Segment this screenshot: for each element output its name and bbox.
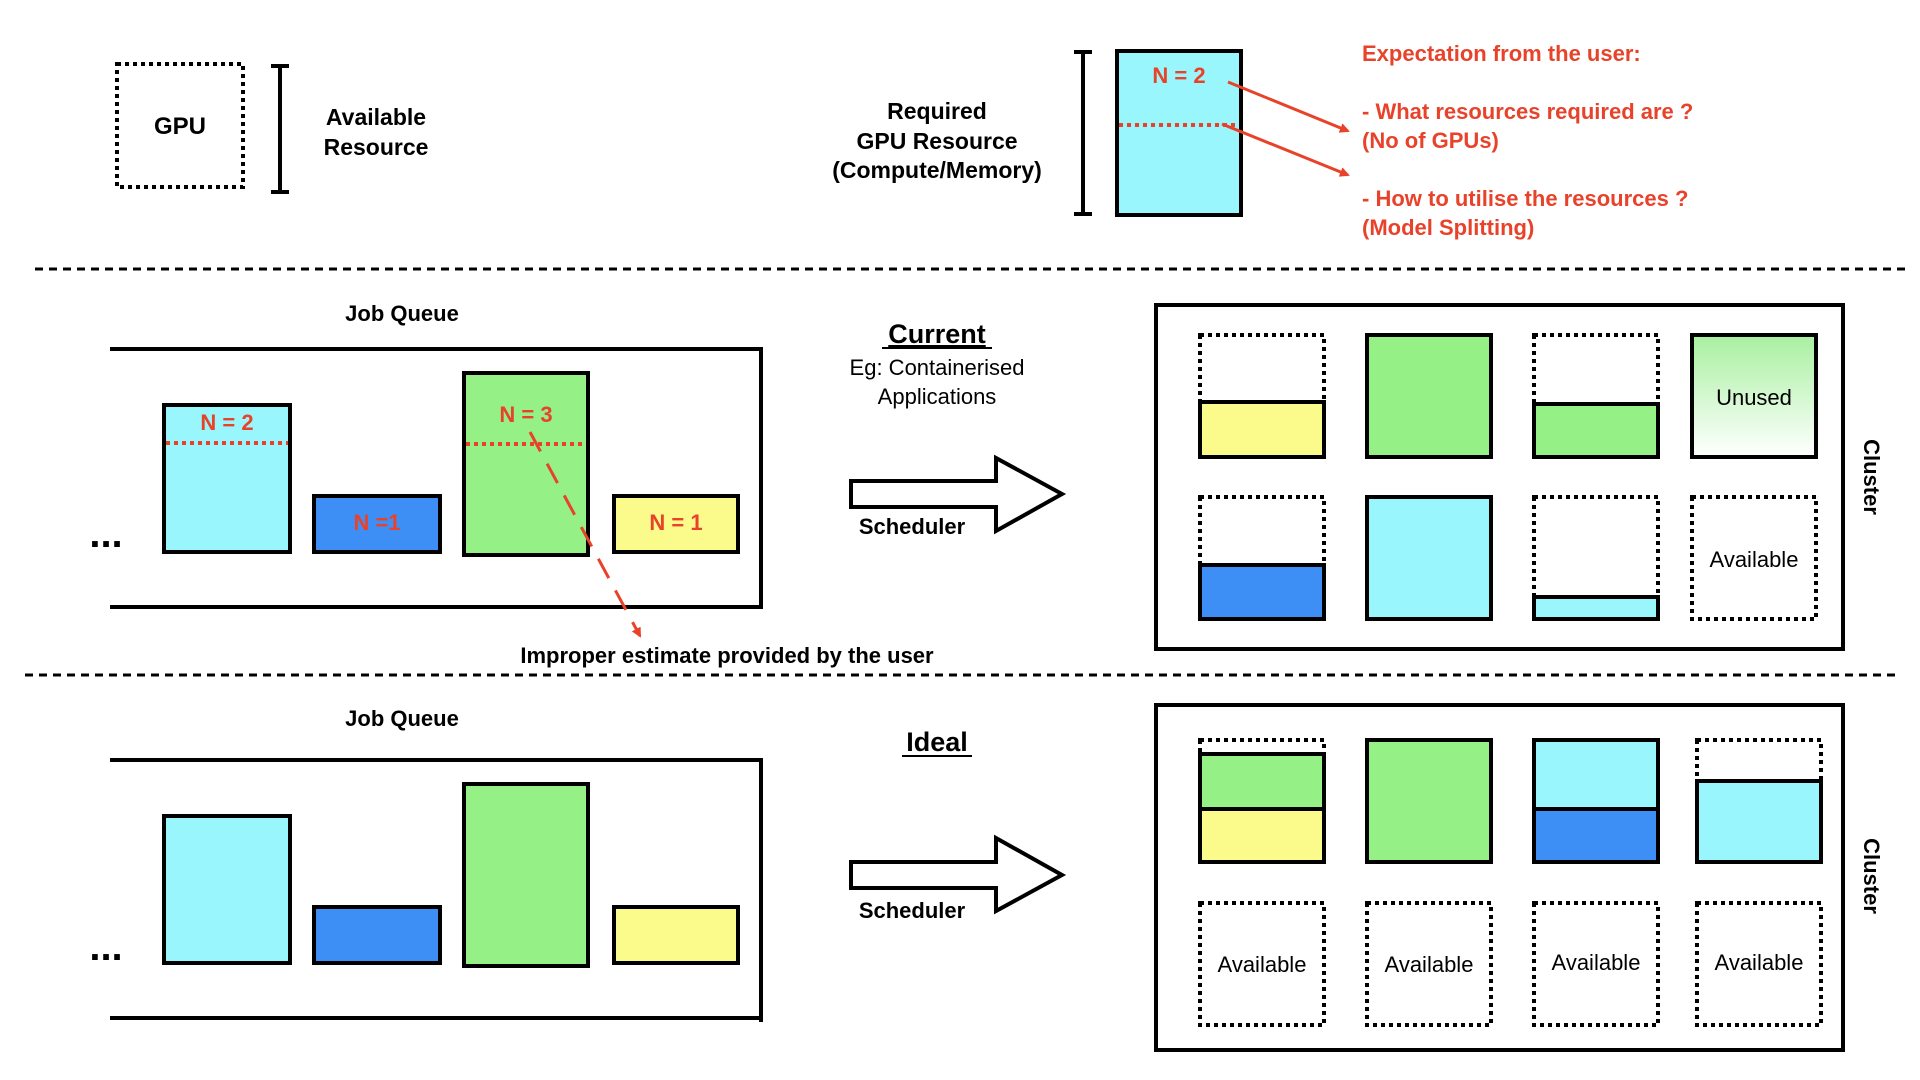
current-available-label: Available <box>1710 547 1799 572</box>
ideal-queue-ellipsis: ... <box>89 925 122 969</box>
current-job-3-label: N = 3 <box>499 402 552 427</box>
ideal-scheduler-arrow: Scheduler <box>849 834 1067 923</box>
ideal-job-1 <box>162 814 292 965</box>
current-heading: Current Eg: Containerised Applications <box>850 319 1025 409</box>
current-job-4 <box>612 494 740 554</box>
current-heading-text: Current <box>888 319 986 349</box>
ideal-available-label-3: Available <box>1552 950 1641 975</box>
current-job-2-label: N =1 <box>353 510 400 535</box>
ideal-cluster: Cluster Available Available Available Av… <box>1154 703 1884 1052</box>
current-gpu-6 <box>1365 495 1493 621</box>
current-job-3 <box>462 371 590 557</box>
ideal-available-label-1: Available <box>1218 952 1307 977</box>
required-label-1: Required <box>887 98 987 124</box>
current-gpu-3-fill <box>1532 402 1660 459</box>
current-scheduler-label: Scheduler <box>859 514 966 539</box>
current-scheduler-arrow: Scheduler <box>849 454 1067 539</box>
expectation-text: Expectation from the user: - What resour… <box>1362 41 1693 240</box>
current-job-4-label: N = 1 <box>649 510 702 535</box>
ideal-job-2 <box>312 905 442 965</box>
ideal-job-queue: Job Queue ... <box>89 706 763 1022</box>
ideal-gpu-6-available <box>1365 901 1493 1027</box>
ideal-job-3 <box>462 782 590 968</box>
ideal-heading: Ideal <box>902 727 972 757</box>
gpu-dotted-box <box>115 62 245 189</box>
current-job-queue-title: Job Queue <box>345 301 459 326</box>
improper-estimate-arrow <box>528 431 642 638</box>
ideal-gpu-3-fill-blue <box>1532 807 1660 864</box>
ideal-gpu-8-available <box>1695 901 1823 1027</box>
current-gpu-2 <box>1365 333 1493 459</box>
available-resource-label-2: Resource <box>324 134 429 160</box>
ideal-job-queue-title: Job Queue <box>345 706 459 731</box>
gpu-label: GPU <box>154 113 206 140</box>
ideal-job-4 <box>612 905 740 965</box>
current-cluster-frame <box>1154 303 1845 651</box>
current-gpu-7-fill <box>1532 595 1660 621</box>
current-gpu-8-available <box>1690 495 1818 621</box>
required-n-label: N = 2 <box>1152 63 1205 88</box>
ideal-gpu-7-available <box>1532 901 1660 1027</box>
current-job-1 <box>162 403 292 554</box>
ideal-gpu-2 <box>1365 738 1493 864</box>
ideal-available-label-2: Available <box>1385 952 1474 977</box>
ideal-gpu-3-fill-cyan <box>1532 738 1660 811</box>
improper-estimate-note: Improper estimate provided by the user <box>520 643 934 668</box>
ideal-scheduler-label: Scheduler <box>859 898 966 923</box>
current-cluster: Cluster Unused Available <box>1154 303 1884 651</box>
ideal-gpu-5-available <box>1198 901 1326 1027</box>
current-subheading-1: Eg: Containerised <box>850 355 1025 380</box>
required-label-3: (Compute/Memory) <box>832 157 1042 183</box>
expectation-arrows <box>1221 80 1350 177</box>
expectation-item1-line2: (No of GPUs) <box>1362 128 1499 153</box>
current-queue-ellipsis: ... <box>89 512 122 556</box>
current-job-2 <box>312 494 442 554</box>
current-subheading-2: Applications <box>878 384 997 409</box>
current-job-1-label: N = 2 <box>200 410 253 435</box>
current-unused-label: Unused <box>1716 385 1792 410</box>
expectation-item2-line2: (Model Splitting) <box>1362 215 1534 240</box>
ideal-gpu-1-fill-yellow <box>1198 807 1326 864</box>
ideal-gpu-4-fill <box>1695 779 1823 864</box>
required-label-2: GPU Resource <box>856 128 1017 154</box>
current-job-queue: Job Queue ... N = 2 N =1 N = 3 N = 1 <box>89 301 763 609</box>
legend-gpu: GPU <box>115 62 245 189</box>
ideal-cluster-label: Cluster <box>1859 838 1884 914</box>
ideal-heading-text: Ideal <box>906 727 968 757</box>
available-resource-label-1: Available <box>326 104 426 130</box>
current-cluster-label: Cluster <box>1859 439 1884 515</box>
ideal-gpu-1-fill-green <box>1198 752 1326 811</box>
legend-available-bracket: Available Resource <box>271 64 429 194</box>
current-gpu-1-fill <box>1198 400 1326 459</box>
expectation-title: Expectation from the user: <box>1362 41 1641 66</box>
ideal-available-label-4: Available <box>1715 950 1804 975</box>
legend-required: Required GPU Resource (Compute/Memory) N… <box>832 49 1243 217</box>
current-gpu-4-unused <box>1690 333 1818 459</box>
expectation-item1-line1: - What resources required are ? <box>1362 99 1693 124</box>
ideal-cluster-frame <box>1154 703 1845 1052</box>
current-gpu-5-fill <box>1198 563 1326 621</box>
expectation-item2-line1: - How to utilise the resources ? <box>1362 186 1688 211</box>
